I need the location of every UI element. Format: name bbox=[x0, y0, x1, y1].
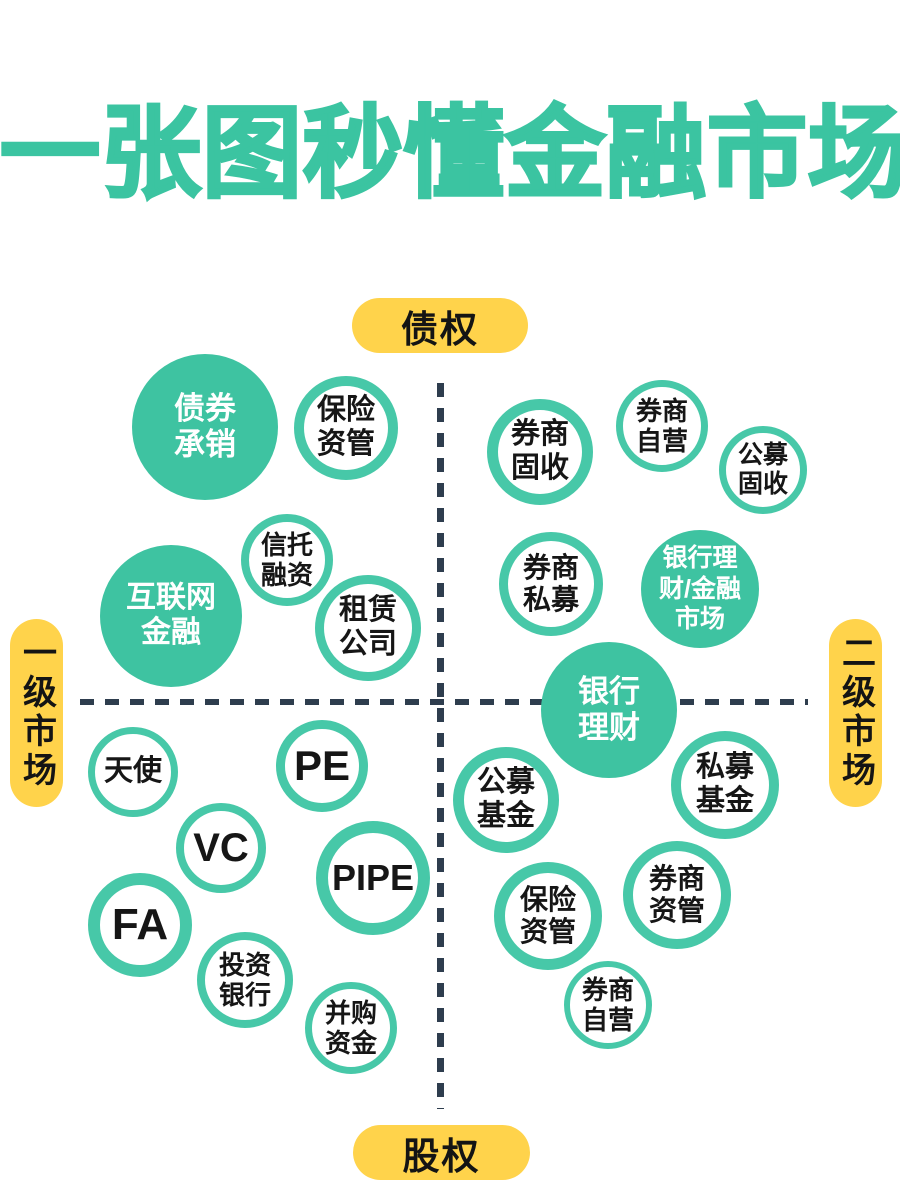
axis-label-secondary-market-text: 二级市场 bbox=[836, 635, 875, 791]
node-label: 银行理 财/金融 市场 bbox=[659, 544, 741, 634]
node-label: 信托 融资 bbox=[260, 529, 313, 590]
node-public-fund-fixed-income: 公募 固收 bbox=[719, 426, 807, 514]
axis-label-primary-market-text: 一级市场 bbox=[17, 635, 56, 791]
node-bank-wealth-management: 银行 理财 bbox=[541, 642, 677, 778]
node-label: 公募 基金 bbox=[476, 766, 535, 832]
vertical-axis-dashed-line bbox=[437, 383, 444, 1109]
node-leasing-company: 租赁 公司 bbox=[315, 575, 421, 681]
axis-label-debt-text: 债权 bbox=[401, 308, 479, 350]
node-label: FA bbox=[111, 900, 169, 950]
node-broker-private-fund: 券商 私募 bbox=[499, 532, 603, 636]
node-broker-prop-trading-bottom: 券商 自营 bbox=[564, 961, 652, 1049]
axis-label-equity: 股权 bbox=[353, 1125, 530, 1180]
node-private-fund: 私募 基金 bbox=[671, 731, 779, 839]
node-label: 券商 资管 bbox=[648, 862, 705, 926]
node-label: 券商 固收 bbox=[510, 418, 569, 484]
node-pe: PE bbox=[276, 720, 368, 812]
node-label: 投资 银行 bbox=[218, 949, 271, 1010]
node-label: 并购 资金 bbox=[324, 997, 377, 1058]
node-pipe: PIPE bbox=[316, 821, 430, 935]
node-angel: 天使 bbox=[88, 727, 178, 817]
node-broker-fixed-income: 券商 固收 bbox=[487, 399, 593, 505]
page-title: 一张图秒懂金融市场 bbox=[0, 97, 900, 212]
node-insurance-am-debt: 保险 资管 bbox=[294, 376, 398, 480]
axis-label-primary-market: 一级市场 bbox=[10, 619, 63, 807]
node-label: 券商 自营 bbox=[635, 395, 688, 456]
node-investment-bank: 投资 银行 bbox=[197, 932, 293, 1028]
node-label: 券商 私募 bbox=[522, 551, 579, 615]
node-internet-finance: 互联网 金融 bbox=[100, 545, 242, 687]
node-broker-asset-management: 券商 资管 bbox=[623, 841, 731, 949]
axis-label-secondary-market: 二级市场 bbox=[829, 619, 882, 807]
node-label: 保险 资管 bbox=[316, 394, 375, 460]
node-label: 私募 基金 bbox=[695, 751, 754, 817]
node-public-fund: 公募 基金 bbox=[453, 747, 559, 853]
node-label: 公募 固收 bbox=[737, 441, 788, 498]
node-bond-underwriting: 债券 承销 bbox=[132, 354, 278, 500]
node-insurance-am-equity: 保险 资管 bbox=[494, 862, 602, 970]
node-label: 银行 理财 bbox=[578, 674, 640, 745]
node-label: 券商 自营 bbox=[581, 974, 634, 1035]
node-ma-capital: 并购 资金 bbox=[305, 982, 397, 1074]
node-bank-wm-financial-markets: 银行理 财/金融 市场 bbox=[641, 530, 759, 648]
node-vc: VC bbox=[176, 803, 266, 893]
node-label: 债券 承销 bbox=[174, 391, 236, 462]
horizontal-axis-dashed-line bbox=[80, 699, 808, 705]
node-label: 天使 bbox=[103, 755, 162, 788]
node-trust-financing: 信托 融资 bbox=[241, 514, 333, 606]
node-label: 互联网 金融 bbox=[126, 581, 216, 649]
node-broker-prop-trading-top: 券商 自营 bbox=[616, 380, 708, 472]
node-label: VC bbox=[193, 825, 249, 870]
node-label: PE bbox=[293, 741, 351, 789]
node-label: 租赁 公司 bbox=[338, 594, 397, 660]
axis-label-debt: 债权 bbox=[352, 298, 528, 353]
axis-label-equity-text: 股权 bbox=[402, 1135, 481, 1177]
node-label: 保险 资管 bbox=[519, 883, 576, 947]
node-fa: FA bbox=[88, 873, 192, 977]
node-label: PIPE bbox=[331, 857, 415, 899]
